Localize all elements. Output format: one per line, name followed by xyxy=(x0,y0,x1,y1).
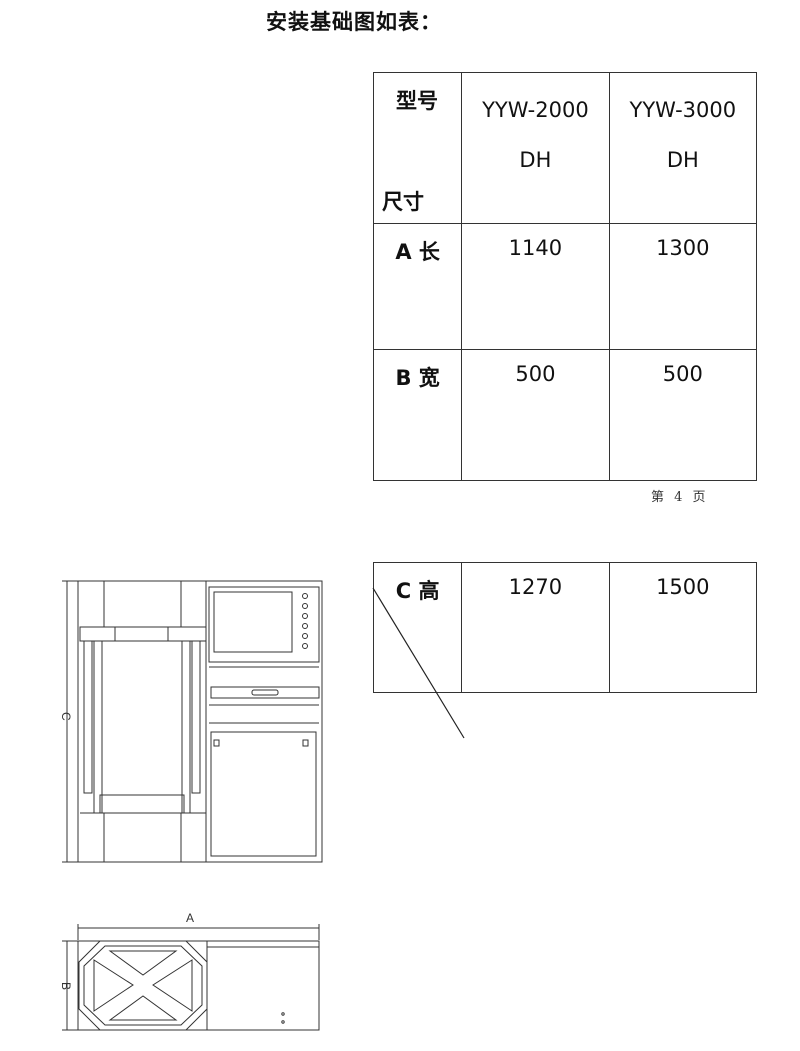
row-value: 1140 xyxy=(508,236,563,260)
row-value: 1500 xyxy=(656,575,710,599)
dimension-label-b: B xyxy=(59,982,73,990)
page-heading: 安装基础图如表： xyxy=(266,10,442,34)
table-row: A 长 1140 1300 xyxy=(372,223,758,350)
row-label: C 高 xyxy=(395,579,440,603)
table-row: C 高 1270 1500 xyxy=(372,562,758,693)
table-row: B 宽 500 500 xyxy=(372,349,758,481)
dimension-label-c: C xyxy=(59,712,73,721)
row-value: 500 xyxy=(515,362,556,386)
row-value: 500 xyxy=(662,362,703,386)
model-name-line2: DH xyxy=(519,148,552,172)
top-view xyxy=(62,924,320,1031)
model-label: 型号 xyxy=(396,89,438,113)
dimensions-table-continued: C 高 1270 1500 xyxy=(372,562,758,693)
row-value: 1300 xyxy=(656,236,710,260)
header-corner-cell: 型号 尺寸 xyxy=(372,72,463,224)
page-number: 第 4 页 xyxy=(651,490,706,505)
row-label: B 宽 xyxy=(395,366,440,390)
table-header-row: 型号 尺寸 YYW-2000 DH YYW-3000 DH xyxy=(372,72,758,224)
row-label: A 长 xyxy=(395,240,440,264)
row-value: 1270 xyxy=(508,575,563,599)
size-label: 尺寸 xyxy=(382,190,424,214)
model-name-line2: DH xyxy=(666,148,699,172)
front-view xyxy=(62,580,323,863)
dimension-label-a: A xyxy=(186,911,194,925)
dimensions-table: 型号 尺寸 YYW-2000 DH YYW-3000 DH A 长 1140 1… xyxy=(372,72,758,481)
model-name-line1: YYW-3000 xyxy=(629,98,737,122)
leader-line xyxy=(372,587,465,739)
model-name-line1: YYW-2000 xyxy=(482,98,589,122)
